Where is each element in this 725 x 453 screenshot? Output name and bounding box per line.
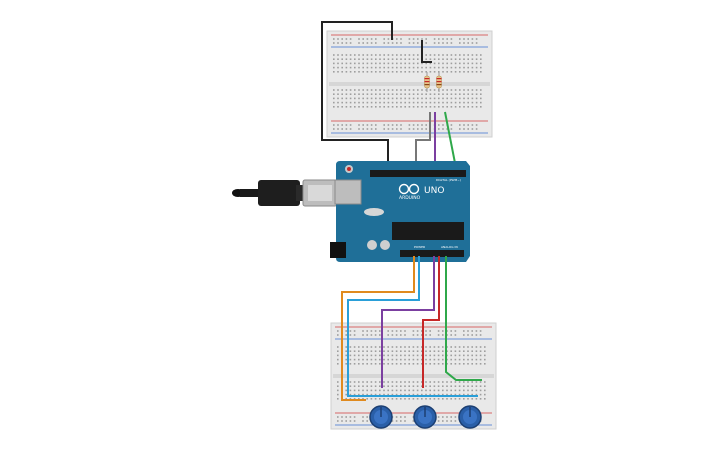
power-label: POWER [414,245,425,249]
capacitor-1 [367,240,377,250]
wire-gray[interactable] [415,112,431,163]
digital-header [370,170,466,177]
wire-purple-bottom[interactable] [381,256,435,388]
wire-green-top[interactable] [444,111,456,164]
arduino-uno-board[interactable]: ARDUINO UNO DIGITAL (PWM~) POWER ANALOG … [330,161,470,262]
wire-cyan[interactable] [347,256,478,397]
brand-label: ARDUINO [399,195,421,201]
model-label: UNO [424,186,444,196]
top-breadboard[interactable] [326,30,493,138]
analog-label: ANALOG IN [441,245,458,249]
wire-orange[interactable] [341,256,415,401]
resistor-1[interactable] [424,72,430,92]
capacitor-2 [380,240,390,250]
analog-power-header [400,250,464,257]
potentiometer-3[interactable] [458,405,482,429]
usb-port [334,179,362,205]
power-jack [330,242,346,258]
crystal [364,208,384,216]
wire-green-bottom[interactable] [445,256,482,381]
jumper-wire-black-small[interactable] [421,40,432,63]
arduino-logo-icon [398,183,420,195]
digital-label: DIGITAL (PWM~) [436,178,461,182]
potentiometer-2[interactable] [413,405,437,429]
usb-cable[interactable] [232,179,338,207]
wire-black-gnd[interactable] [321,21,393,163]
wire-red[interactable] [422,256,440,388]
microcontroller-chip [392,222,464,240]
potentiometer-1[interactable] [369,405,393,429]
resistor-2[interactable] [436,72,442,92]
